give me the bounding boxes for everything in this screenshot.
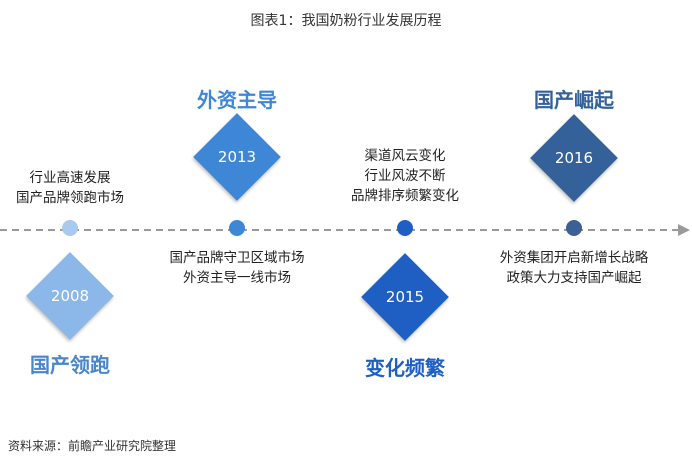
description-line: 外资主导一线市场: [183, 270, 291, 286]
milestone-dot-2008: [62, 220, 78, 236]
milestone-2015-description: 渠道风云变化 行业风波不断 品牌排序频繁变化: [310, 146, 500, 206]
milestone-2013-phase: 外资主导: [197, 88, 277, 112]
description-line: 国产品牌领跑市场: [16, 190, 124, 206]
milestone-dot-2013: [229, 220, 245, 236]
chart-title: 图表1：我国奶粉行业发展历程: [250, 13, 442, 29]
milestone-dot-2015: [397, 220, 413, 236]
milestone-2015-phase: 变化频繁: [365, 356, 445, 380]
description-line: 品牌排序频繁变化: [351, 188, 459, 204]
milestone-2013-description: 国产品牌守卫区域市场 外资主导一线市场: [142, 248, 332, 288]
milestone-2015-year: 2015: [385, 288, 425, 306]
milestone-2016-description: 外资集团开启新增长战略 政策大力支持国产崛起: [479, 248, 669, 288]
timeline-axis: [0, 224, 690, 236]
description-line: 国产品牌守卫区域市场: [169, 250, 305, 266]
milestone-dot-2016: [566, 220, 582, 236]
milestone-2008-phase: 国产领跑: [30, 353, 110, 377]
description-line: 渠道风云变化: [364, 148, 446, 164]
description-line: 政策大力支持国产崛起: [506, 270, 642, 286]
description-line: 行业高速发展: [29, 170, 111, 186]
milestone-2013-year: 2013: [217, 148, 257, 166]
source-note: 资料来源：前瞻产业研究院整理: [8, 439, 177, 453]
description-line: 行业风波不断: [364, 168, 446, 184]
milestone-2016-year: 2016: [554, 149, 594, 167]
description-line: 外资集团开启新增长战略: [499, 250, 649, 266]
milestone-2016-phase: 国产崛起: [534, 88, 614, 112]
milestone-2008-year: 2008: [50, 287, 90, 305]
timeline-arrow-icon: [678, 224, 690, 236]
milestone-2008-description: 行业高速发展 国产品牌领跑市场: [0, 168, 165, 208]
